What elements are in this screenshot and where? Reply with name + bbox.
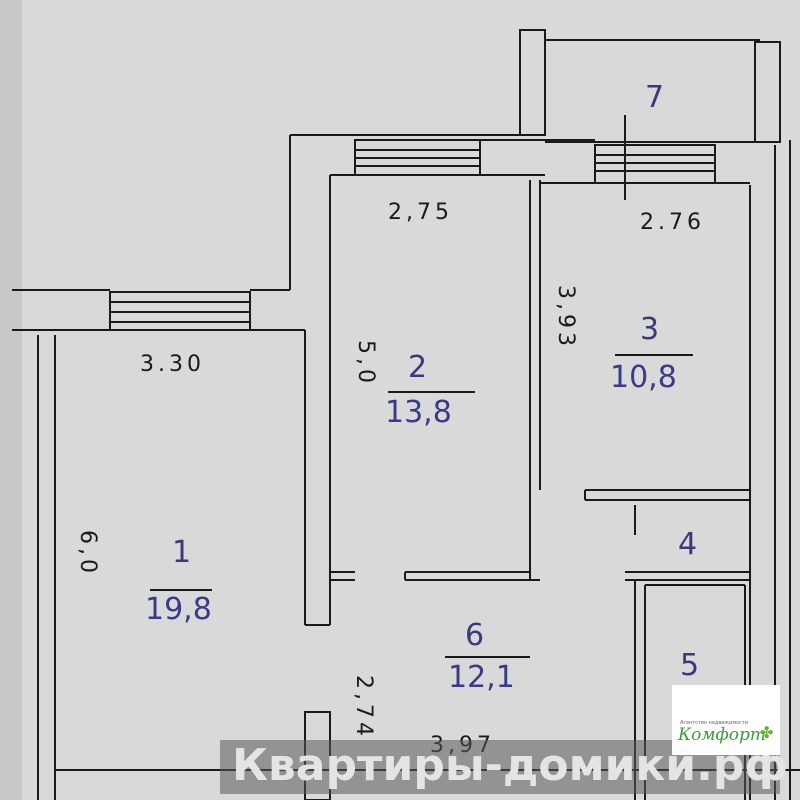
logo-name: Комфорт [678,725,767,745]
window-room-3 [540,144,750,184]
window-room-2 [354,139,481,176]
wall-room-1-top [250,134,520,331]
wall-room-1-2 [304,175,331,626]
room-2-area: 13,8 [385,395,452,430]
dim-room-1-length: 6,0 [75,530,100,577]
room-3-area: 10,8 [610,360,677,395]
outer-wall-left [12,289,110,800]
dim-room-1-width: 3.30 [140,352,205,377]
dim-room-6-length: 2,74 [351,675,376,740]
room-1-number: 1 [172,535,192,570]
wall-room-2-3 [330,180,541,581]
paper-edge [0,0,22,800]
room-4-number: 4 [678,527,698,562]
dim-room-2-width: 2,75 [388,200,453,225]
room-7-number: 7 [645,80,665,115]
dim-room-2-length: 5,0 [353,340,378,387]
window-room-1 [109,291,251,331]
area-fraction-lines [150,354,693,658]
balcony-7 [519,29,781,200]
room-5-number: 5 [680,648,700,683]
room-6-number: 6 [465,618,485,653]
agency-logo: Агентство недвижимости Комфорт ✤ [672,685,780,755]
clover-icon: ✤ [760,723,774,742]
dim-room-3-width: 2.76 [640,210,705,235]
logo-tagline: Агентство недвижимости [680,720,749,726]
room-2-number: 2 [408,350,428,385]
room-1-area: 19,8 [145,592,212,627]
room-6-area: 12,1 [448,660,515,695]
room-3-number: 3 [640,312,660,347]
dim-room-3-length: 3,93 [553,285,578,350]
